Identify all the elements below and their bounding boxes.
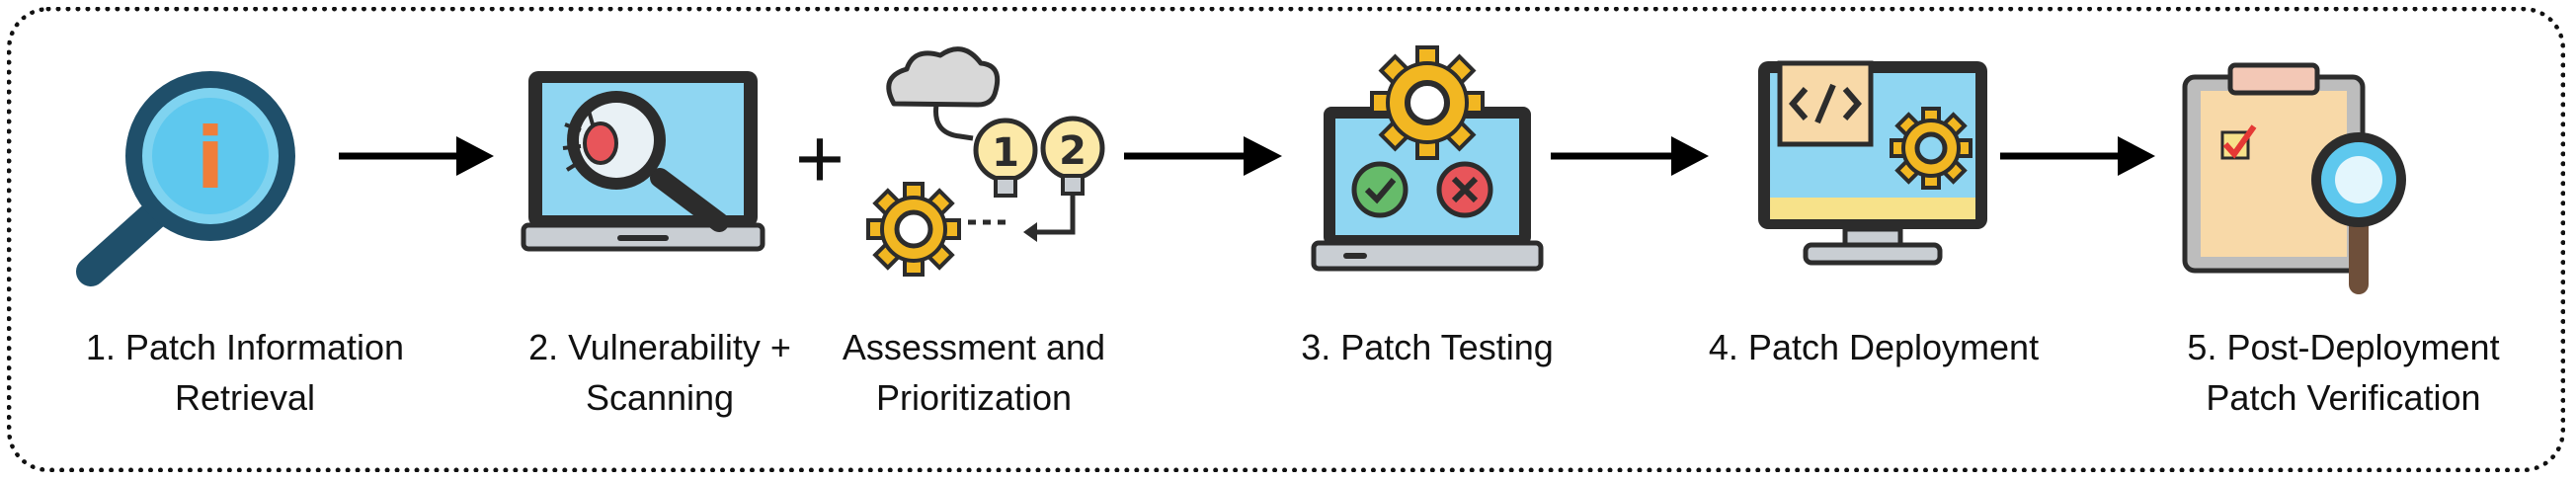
step-1-label: 1. Patch Information Retrieval (62, 322, 428, 423)
step-5-label-line1: 5. Post-Deployment (2187, 327, 2500, 367)
step-2-label-line2: Scanning (585, 377, 735, 418)
magnifier-info-icon: i (76, 71, 295, 286)
step-4-label-line1: 4. Patch Deployment (1708, 327, 2040, 367)
cloud-priority-gear-icon: 1 2 (866, 46, 1105, 277)
step-5-label-line2: Patch Verification (2206, 377, 2481, 418)
monitor-code-gear-icon (1758, 60, 1987, 266)
step-2-label-line1: 2. Vulnerability + (528, 327, 791, 367)
plus-sign: + (795, 112, 845, 206)
arrow-4 (2000, 136, 2155, 176)
laptop-gear-check-cross-icon (1311, 45, 1544, 272)
dotted-border-frame (7, 7, 2565, 472)
step-4-label: 4. Patch Deployment (1706, 322, 2042, 372)
step-2b-label-line2: Prioritization (875, 377, 1073, 418)
step-3-label: 3. Patch Testing (1274, 322, 1580, 372)
step-5-label: 5. Post-Deployment Patch Verification (2153, 322, 2534, 423)
arrow-3 (1551, 136, 1709, 176)
clipboard-magnifier-icon (2182, 62, 2406, 294)
priority-badge-1: 1 (992, 130, 1019, 176)
priority-badge-2: 2 (1059, 128, 1087, 174)
step-1-label-line2: Retrieval (174, 377, 316, 418)
step-3-label-line1: 3. Patch Testing (1301, 327, 1554, 367)
step-2b-label-line1: Assessment and (842, 327, 1106, 367)
step-1-label-line1: 1. Patch Information (85, 327, 405, 367)
step-2b-label: Assessment and Prioritization (826, 322, 1122, 423)
step-2-label: 2. Vulnerability + Scanning (507, 322, 813, 423)
arrow-1 (339, 136, 494, 176)
laptop-bug-scan-icon (521, 71, 765, 252)
info-glyph: i (196, 110, 224, 208)
arrow-2 (1124, 136, 1282, 176)
